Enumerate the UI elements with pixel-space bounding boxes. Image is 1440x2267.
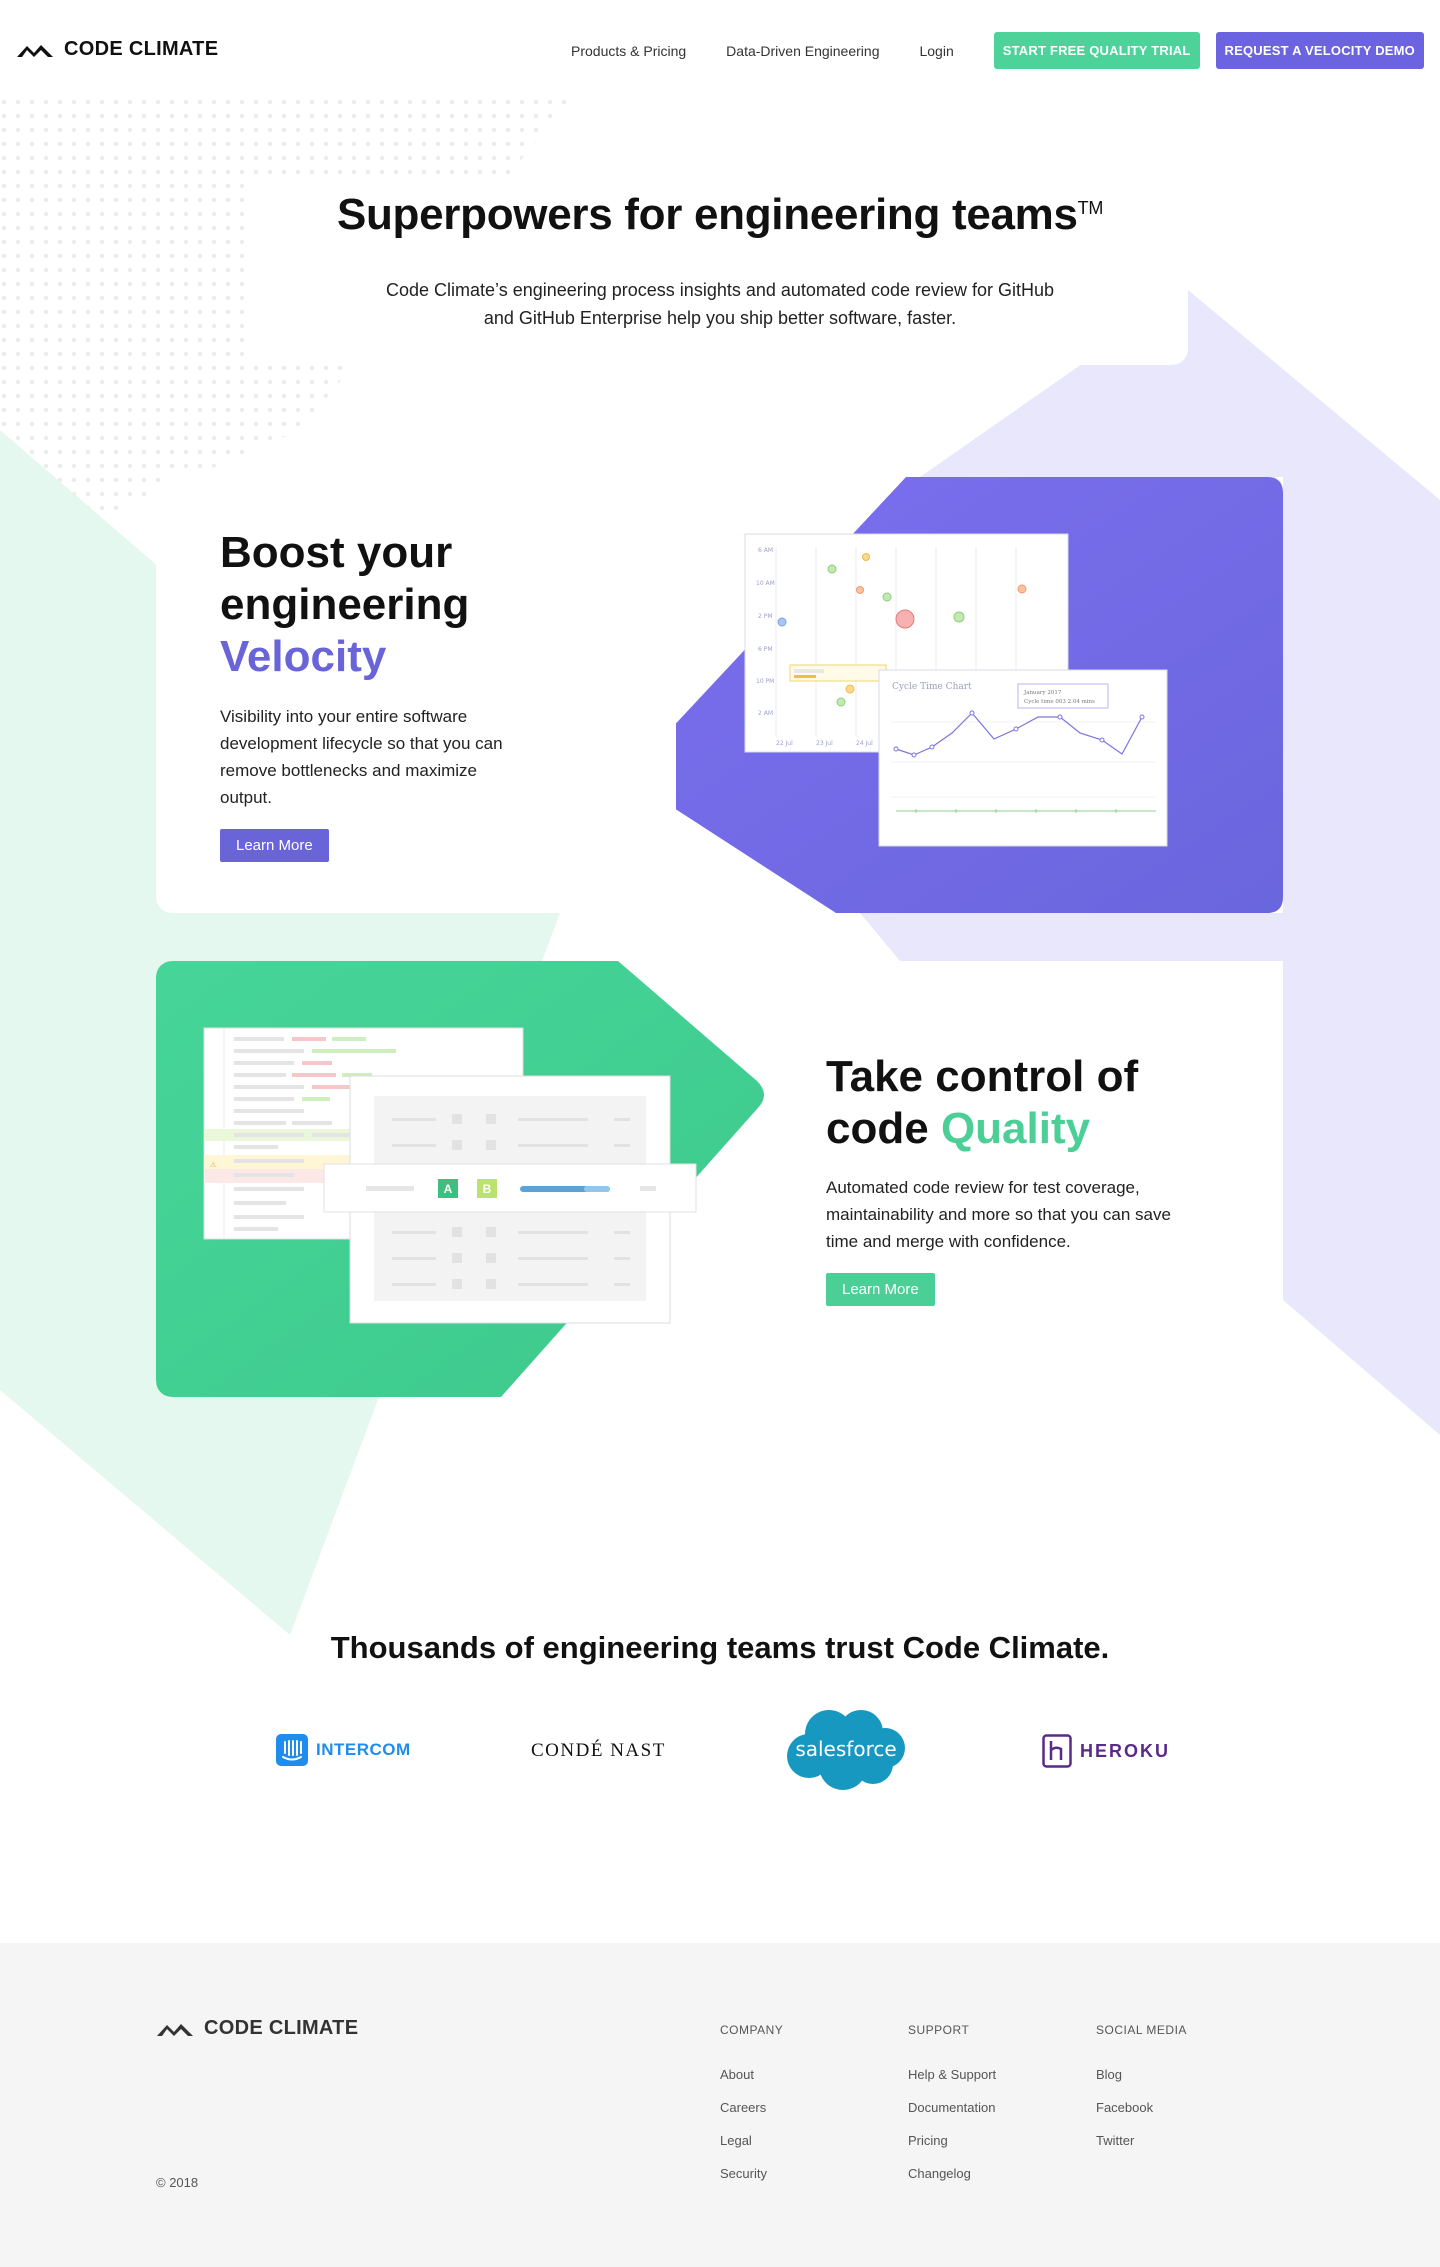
footer-logo[interactable]: CODE CLIMATE [156,2017,358,2040]
conde-nast-wordmark: CONDÉ NAST [531,1740,666,1761]
quality-section: ⚠ A B Take control of [156,961,1283,1397]
hero-title-text: Superpowers for engineering teams [336,190,1078,239]
quality-title-text: Take control of code [826,1052,1139,1153]
svg-text:January 2017: January 2017 [1023,690,1062,696]
copyright: © 2018 [156,2175,199,2190]
site-footer: CODE CLIMATE © 2018 COMPANY About Career… [0,1943,1440,2267]
salesforce-cloud-icon [787,1710,905,1790]
quality-learn-more-button[interactable]: Learn More [826,1273,935,1306]
footer-col-company: COMPANY About Careers Legal Security [720,2023,783,2199]
svg-text:23 Jul: 23 Jul [816,740,833,747]
hero-title: Superpowers for engineering teamsTM [252,190,1188,240]
velocity-learn-more-button[interactable]: Learn More [220,829,329,862]
main-nav: Products & Pricing Data-Driven Engineeri… [571,32,1424,69]
footer-logo-text: CODE CLIMATE [204,2017,359,2039]
footer-link-about[interactable]: About [720,2067,754,2082]
heroku-logo: HEROKU [1042,1734,1170,1768]
footer-col-social: SOCIAL MEDIA Blog Facebook Twitter [1096,2023,1187,2166]
nav-products-pricing[interactable]: Products & Pricing [571,42,687,59]
quality-title-accent: Quality [940,1104,1091,1153]
quality-title: Take control of code Quality [826,1051,1186,1155]
footer-link-documentation[interactable]: Documentation [908,2100,996,2115]
svg-text:6 AM: 6 AM [758,547,773,554]
footer-link-help-support[interactable]: Help & Support [908,2067,997,2082]
footer-col-support: SUPPORT Help & Support Documentation Pri… [908,2023,996,2199]
intercom-wordmark: INTERCOM [316,1740,411,1759]
velocity-title-accent: Velocity [220,632,387,681]
footer-link-security[interactable]: Security [720,2166,767,2181]
site-header: CODE CLIMATE Products & Pricing Data-Dri… [0,0,1440,100]
svg-text:22 Jul: 22 Jul [776,740,793,747]
salesforce-logo: salesforce [785,1706,907,1792]
grade-a-label: A [444,1182,453,1196]
svg-text:24 Jul: 24 Jul [856,740,873,747]
trademark-symbol: TM [1077,198,1104,218]
intercom-logo: INTERCOM [276,1734,411,1766]
quality-description: Automated code review for test coverage,… [826,1178,1171,1251]
salesforce-wordmark: salesforce [795,1737,897,1761]
cycle-time-chart-card: Cycle Time Chart January 2017 Cycle time… [878,669,1168,847]
highlighted-grade-row: A B [323,1163,697,1213]
footer-link-legal[interactable]: Legal [720,2133,752,2148]
velocity-description: Visibility into your entire software dev… [220,707,503,807]
hero-subtitle: Code Climate’s engineering process insig… [385,280,1055,328]
heroku-wordmark: HEROKU [1080,1740,1171,1761]
footer-link-facebook[interactable]: Facebook [1096,2100,1154,2115]
svg-text:⚠: ⚠ [210,1161,217,1169]
footer-col-title: SOCIAL MEDIA [1096,2023,1187,2037]
svg-text:6 PM: 6 PM [758,646,773,653]
footer-link-twitter[interactable]: Twitter [1096,2133,1135,2148]
grade-b-label: B [483,1182,492,1196]
conde-nast-logo: CONDÉ NAST [531,1740,666,1762]
footer-col-title: SUPPORT [908,2023,970,2037]
velocity-title-text: Boost your engineering [220,528,470,629]
nav-data-driven-engineering[interactable]: Data-Driven Engineering [726,42,880,59]
intercom-icon [276,1734,308,1766]
footer-link-careers[interactable]: Careers [720,2100,767,2115]
customer-logos: INTERCOM CONDÉ NAST salesforce HEROKU [0,1700,1440,1800]
logo-text: CODE CLIMATE [64,38,219,60]
svg-text:10 AM: 10 AM [756,580,775,587]
nav-login[interactable]: Login [919,42,954,59]
footer-link-changelog[interactable]: Changelog [908,2166,971,2181]
svg-text:Cycle time 003 2.04 mins: Cycle time 003 2.04 mins [1024,699,1095,705]
velocity-illustration: 6 AM 10 AM 2 PM 6 PM 10 PM 2 AM 22 Jul 23 Ju… [676,477,1283,913]
svg-text:2 PM: 2 PM [758,613,773,620]
velocity-title: Boost your engineering Velocity [220,527,540,683]
hero-section: Superpowers for engineering teamsTM Code… [252,175,1188,365]
trust-title: Thousands of engineering teams trust Cod… [330,1630,1110,1665]
svg-text:Cycle Time Chart: Cycle Time Chart [892,682,972,692]
svg-text:10 PM: 10 PM [756,678,774,685]
quality-illustration: ⚠ A B [156,961,764,1397]
mountain-logo-icon [17,44,53,57]
velocity-section: Boost your engineering Velocity Visibili… [156,477,1283,913]
svg-text:2 AM: 2 AM [758,710,773,717]
mountain-logo-icon [157,2023,193,2036]
request-demo-button[interactable]: REQUEST A VELOCITY DEMO [1215,32,1424,69]
footer-link-pricing[interactable]: Pricing [908,2133,948,2148]
heroku-icon [1042,1734,1072,1768]
footer-link-blog[interactable]: Blog [1096,2067,1123,2082]
code-climate-logo[interactable]: CODE CLIMATE [16,38,218,61]
start-trial-button[interactable]: START FREE QUALITY TRIAL [993,32,1200,69]
footer-col-title: COMPANY [720,2023,784,2037]
